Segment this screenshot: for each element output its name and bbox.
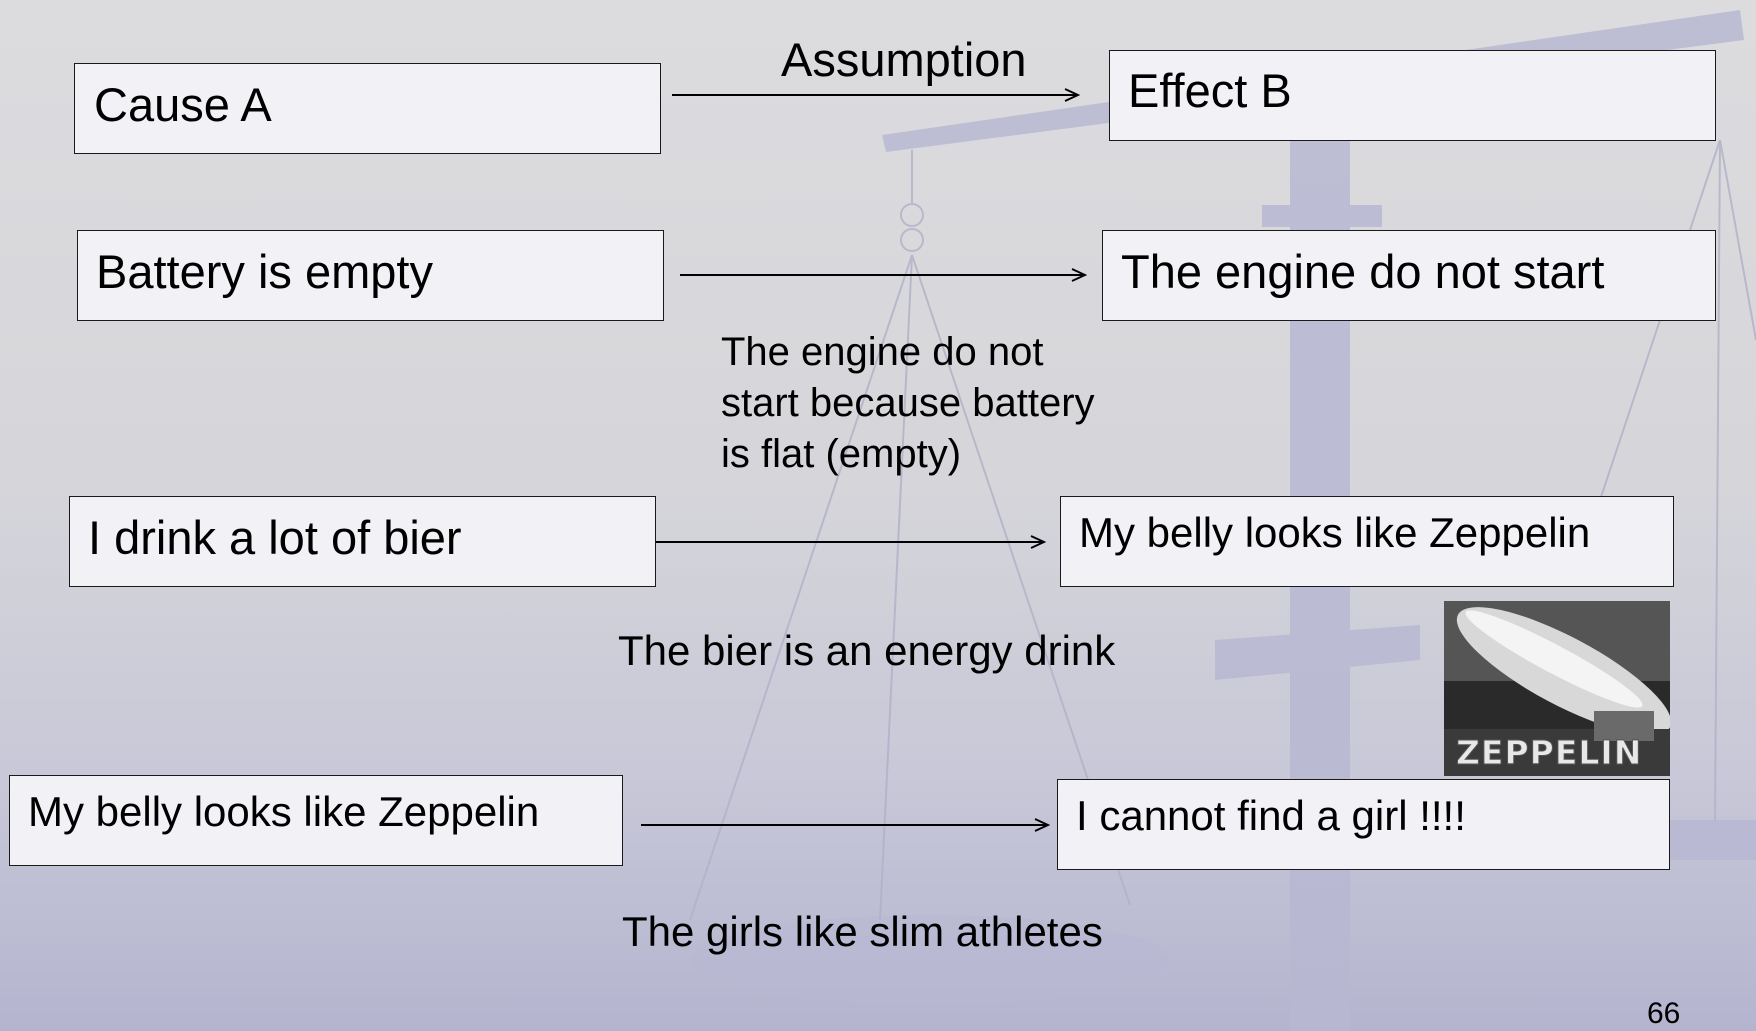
cause-label-1: Cause A [94, 78, 272, 131]
effect-box-1: Effect B [1109, 50, 1716, 141]
cause-box-3: I drink a lot of bier [69, 496, 656, 587]
assumption-label-1: Assumption [781, 33, 1027, 86]
effect-label-3: My belly looks like Zeppelin [1079, 509, 1591, 556]
cause-label-4: My belly looks like Zeppelin [28, 788, 540, 835]
assumption-label-2-line-2: start because battery [721, 381, 1095, 425]
cause-box-1: Cause A [74, 63, 661, 154]
assumption-label-4: The girls like slim athletes [622, 908, 1103, 955]
assumption-label-2-line-1: The engine do not [721, 330, 1044, 374]
effect-box-3: My belly looks like Zeppelin [1060, 496, 1674, 587]
effect-box-4: I cannot find a girl !!!! [1057, 779, 1670, 870]
zeppelin-image: ZEPPELIN [1444, 601, 1670, 776]
cause-label-2: Battery is empty [96, 245, 433, 298]
cause-box-4: My belly looks like Zeppelin [9, 775, 623, 866]
cause-box-2: Battery is empty [77, 230, 664, 321]
page-number: 66 [1647, 997, 1681, 1030]
effect-label-1: Effect B [1128, 64, 1292, 117]
effect-box-2: The engine do not start [1102, 230, 1716, 321]
effect-label-4: I cannot find a girl !!!! [1076, 792, 1466, 839]
effect-label-2: The engine do not start [1121, 245, 1605, 298]
assumption-label-2-line-3: is flat (empty) [721, 432, 962, 476]
assumption-label-3: The bier is an energy drink [618, 627, 1116, 674]
zeppelin-caption: ZEPPELIN [1455, 733, 1643, 773]
cause-label-3: I drink a lot of bier [88, 511, 462, 564]
